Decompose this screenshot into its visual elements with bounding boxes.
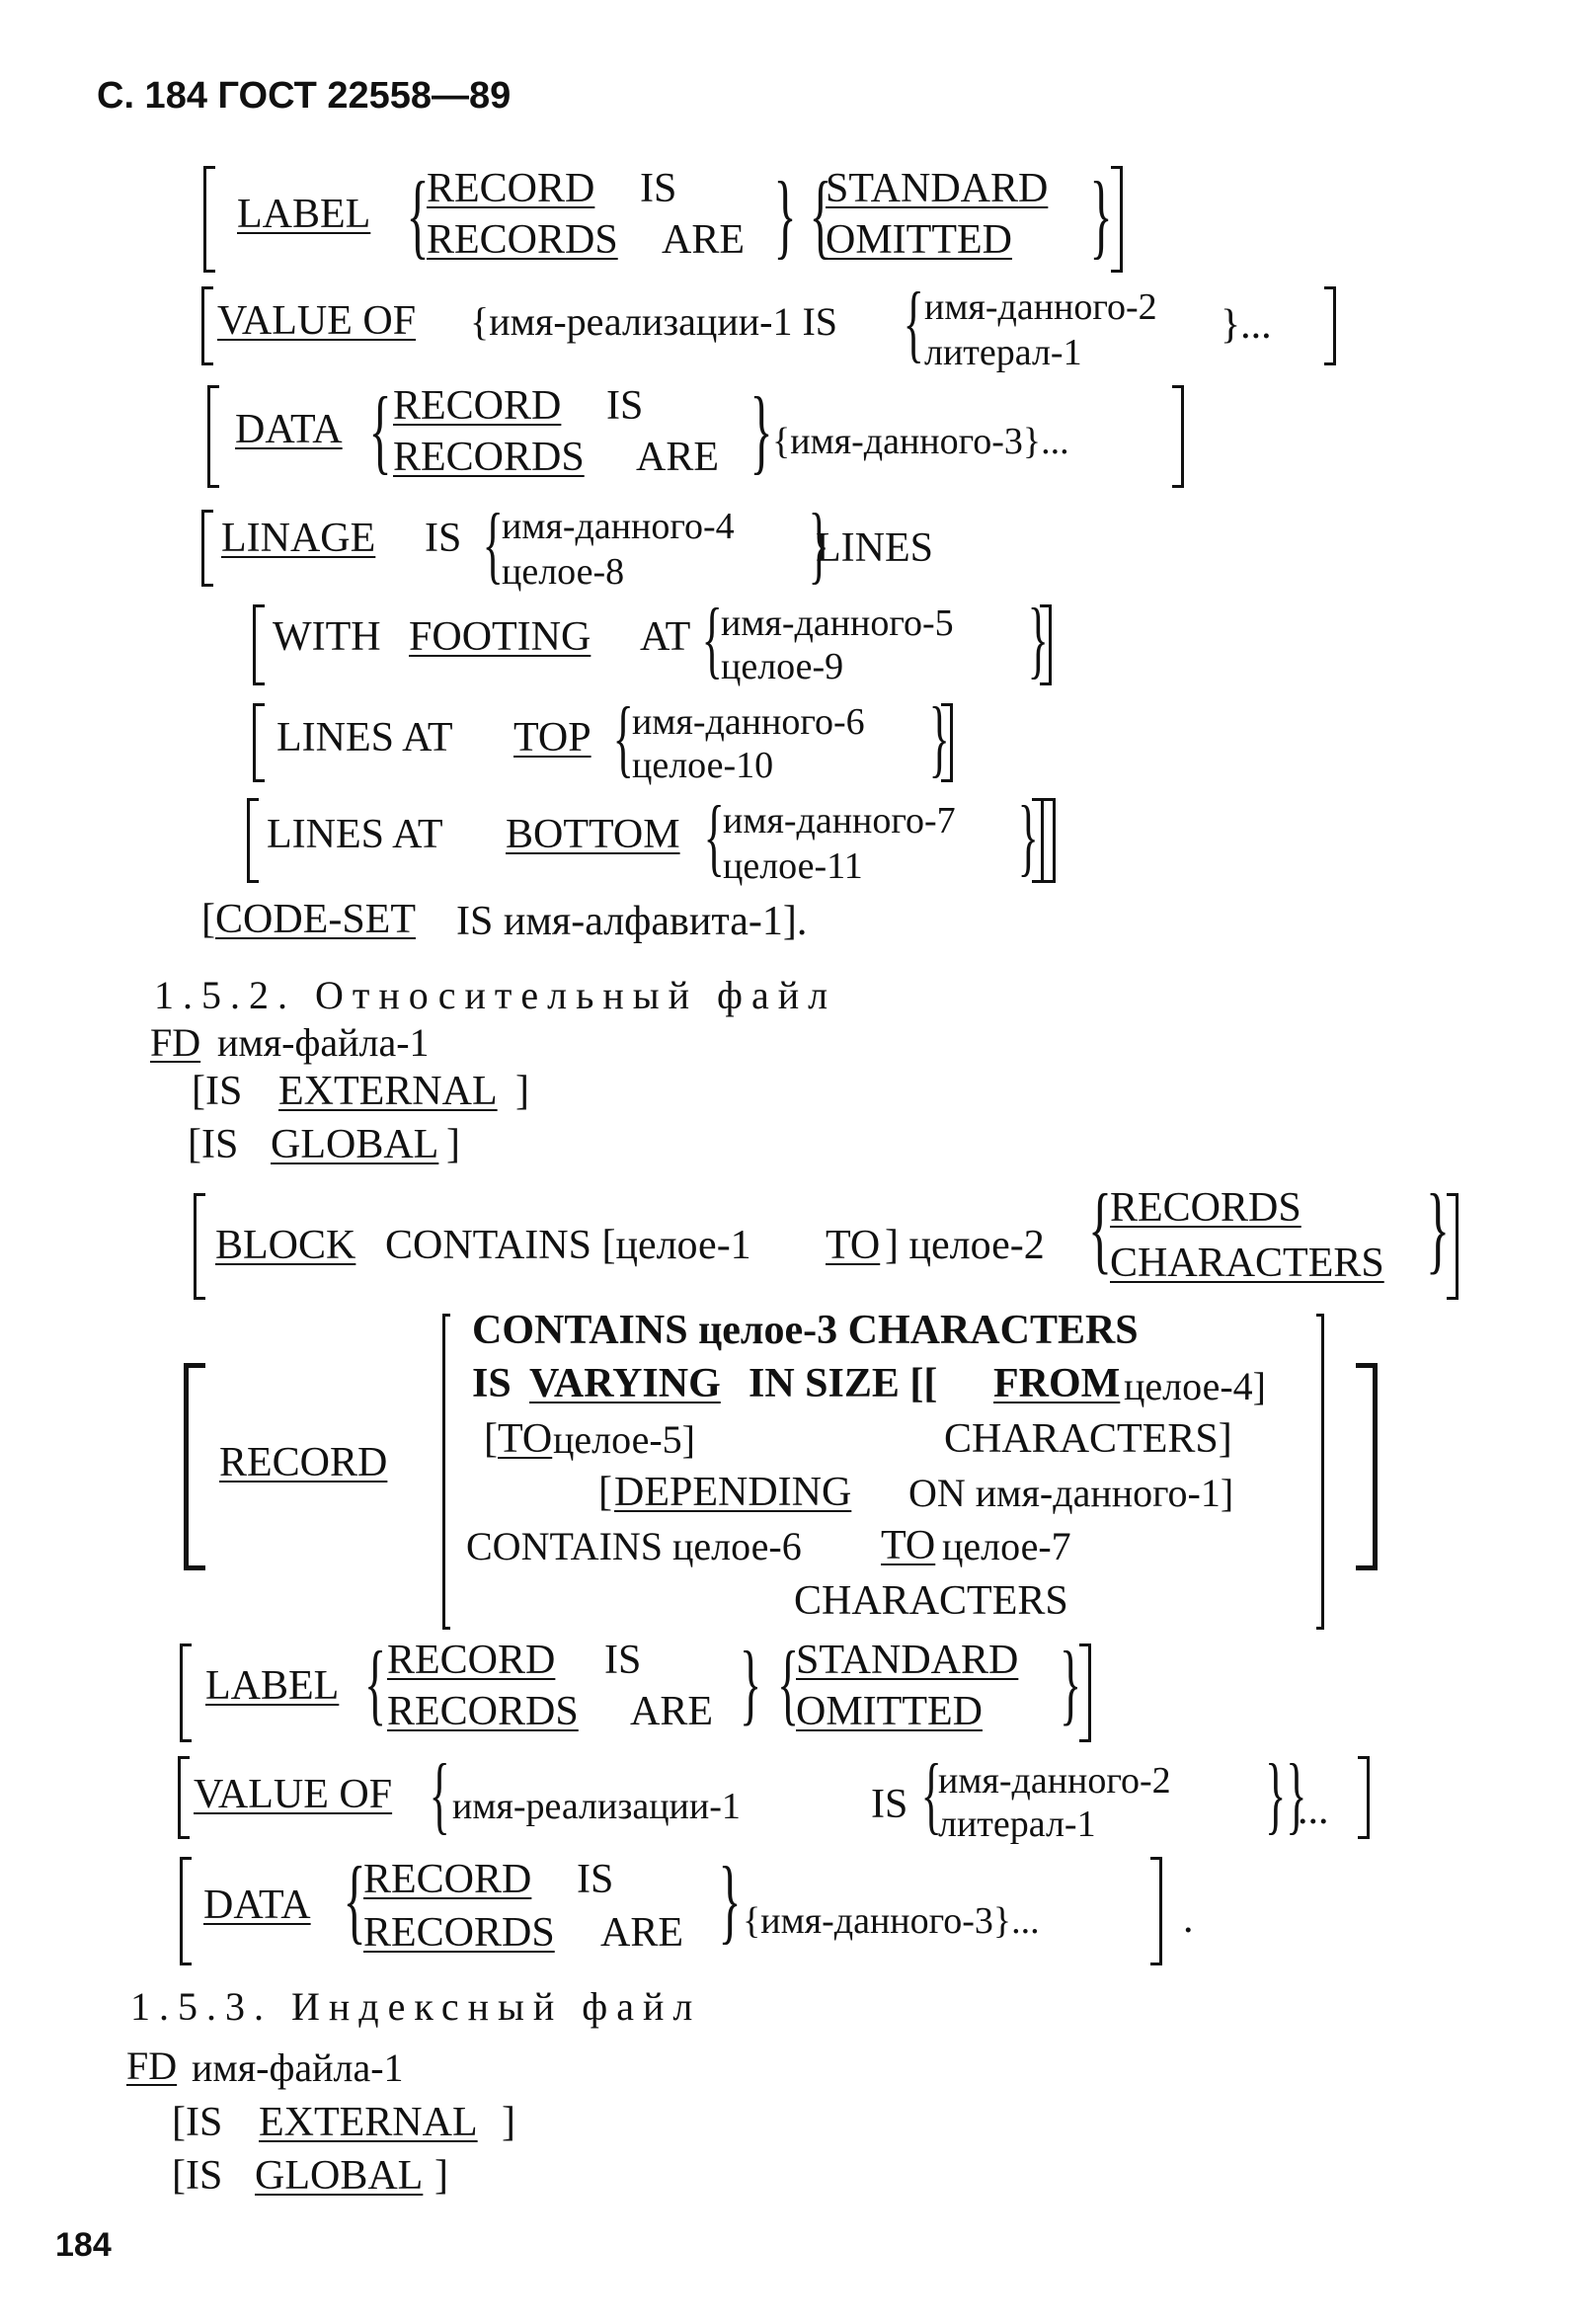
- data-keyword: DATA: [203, 1883, 311, 1928]
- section-heading-153: 1.5.3. Индексный файл: [130, 1984, 702, 2029]
- opt-int-10: целое-10: [632, 745, 774, 786]
- top-keyword: TOP: [513, 715, 591, 761]
- record-keyword: RECORD: [219, 1440, 388, 1485]
- opt-data-name-6: имя-данного-6: [632, 701, 865, 743]
- external-keyword: EXTERNAL: [278, 1069, 498, 1114]
- label-keyword: LABEL: [205, 1663, 340, 1709]
- big-bracket-right: [1373, 1363, 1378, 1570]
- to-keyword: TO: [498, 1416, 553, 1462]
- impl-name: {имя-реализации-1 IS: [470, 299, 838, 344]
- linage-is: IS: [425, 516, 462, 561]
- code-set-open: [: [201, 897, 215, 942]
- brace-close: }: [773, 162, 797, 268]
- brace-close: }: [928, 690, 950, 786]
- from-keyword: FROM: [993, 1361, 1121, 1406]
- bracket-right: [1120, 166, 1123, 273]
- bottom-keyword: BOTTOM: [506, 812, 680, 857]
- block-keyword: BLOCK: [215, 1223, 356, 1268]
- brace-close: }: [1426, 1173, 1450, 1283]
- linage-keyword: LINAGE: [221, 516, 376, 561]
- external-keyword: EXTERNAL: [259, 2100, 478, 2145]
- brace-open: {: [612, 690, 634, 786]
- impl-name: имя-реализации-1: [452, 1786, 741, 1827]
- brace-open: {: [809, 162, 832, 268]
- data-name-3: {имя-данного-3}...: [743, 1900, 1040, 1942]
- page-header: С. 184 ГОСТ 22558—89: [97, 75, 512, 117]
- brace-open: {: [703, 789, 725, 885]
- opt-int-11: целое-11: [723, 845, 863, 887]
- opt-record: RECORD: [393, 383, 562, 429]
- brace-close: }: [1017, 789, 1039, 885]
- fd-file-name: имя-файла-1: [217, 1020, 430, 1065]
- brace-open: {: [406, 162, 430, 268]
- brace-close: }: [749, 377, 773, 483]
- contains-text: CONTAINS [целое-1: [385, 1223, 751, 1268]
- brace-open: {: [482, 497, 504, 593]
- brace-close-tail: }...: [1221, 302, 1272, 348]
- big-bracket-left: [184, 1363, 189, 1570]
- brace-close: }: [1027, 592, 1049, 687]
- brace-open: {: [701, 592, 723, 687]
- block-rest: ] целое-2: [885, 1223, 1045, 1268]
- opt-record-is: IS: [640, 166, 677, 211]
- opt-record: RECORD: [427, 166, 595, 211]
- opt-standard: STANDARD: [826, 166, 1049, 211]
- brace-open: {: [903, 276, 924, 371]
- opt-literal-1: литерал-1: [924, 332, 1082, 373]
- opt-int-9: целое-9: [721, 646, 844, 687]
- lines-keyword: LINES: [816, 525, 933, 571]
- page-number: 184: [55, 2226, 112, 2264]
- opt-records: RECORDS: [1110, 1185, 1301, 1231]
- brace-close: }: [808, 497, 829, 593]
- fd-file-name: имя-файла-1: [192, 2045, 404, 2090]
- lines-at: LINES AT: [267, 812, 443, 857]
- fd-keyword: FD: [150, 1020, 201, 1065]
- opt-int-8: целое-8: [502, 551, 625, 593]
- opt-characters: CHARACTERS: [1110, 1241, 1384, 1286]
- bracket-left: [203, 166, 206, 273]
- opt-data-name-5: имя-данного-5: [721, 602, 954, 644]
- varying-keyword: VARYING: [529, 1361, 721, 1406]
- opt-records-are: ARE: [662, 217, 745, 263]
- footing-keyword: FOOTING: [409, 614, 591, 660]
- at-keyword: AT: [640, 614, 691, 660]
- to-keyword: TO: [826, 1223, 881, 1268]
- code-set-keyword: CODE-SET: [215, 897, 416, 942]
- with-keyword: WITH: [273, 614, 381, 660]
- label-keyword: LABEL: [237, 192, 371, 237]
- depending-keyword: DEPENDING: [614, 1470, 852, 1515]
- section-heading-152: 1.5.2. Относительный файл: [154, 973, 837, 1017]
- opt-data-name-4: имя-данного-4: [502, 506, 735, 547]
- code-set-rest: IS имя-алфавита-1].: [456, 899, 808, 944]
- opt-records-are: ARE: [636, 435, 719, 480]
- opt-records: RECORDS: [393, 435, 585, 480]
- to-keyword: TO: [881, 1523, 936, 1568]
- opt-data-name-7: имя-данного-7: [723, 800, 956, 841]
- brace-close: }: [1089, 162, 1113, 268]
- opt-record-is: IS: [606, 383, 644, 429]
- fd-keyword: FD: [126, 2044, 178, 2088]
- opt-records: RECORDS: [427, 217, 618, 263]
- brace-open: {: [368, 377, 392, 483]
- opt-omitted: OMITTED: [826, 217, 1012, 263]
- value-of-keyword: VALUE OF: [217, 298, 417, 344]
- value-of-keyword: VALUE OF: [194, 1772, 393, 1817]
- opt-data-name-2: имя-данного-2: [924, 286, 1157, 328]
- global-keyword: GLOBAL: [255, 2153, 424, 2199]
- data-keyword: DATA: [235, 407, 343, 452]
- lines-at: LINES AT: [276, 715, 453, 761]
- global-keyword: GLOBAL: [271, 1122, 439, 1167]
- terminator: .: [1183, 1896, 1194, 1942]
- record-line-1: CONTAINS целое-3 CHARACTERS: [472, 1308, 1139, 1353]
- data-name-3: {имя-данного-3}...: [772, 421, 1069, 462]
- brace-open: {: [1088, 1173, 1112, 1283]
